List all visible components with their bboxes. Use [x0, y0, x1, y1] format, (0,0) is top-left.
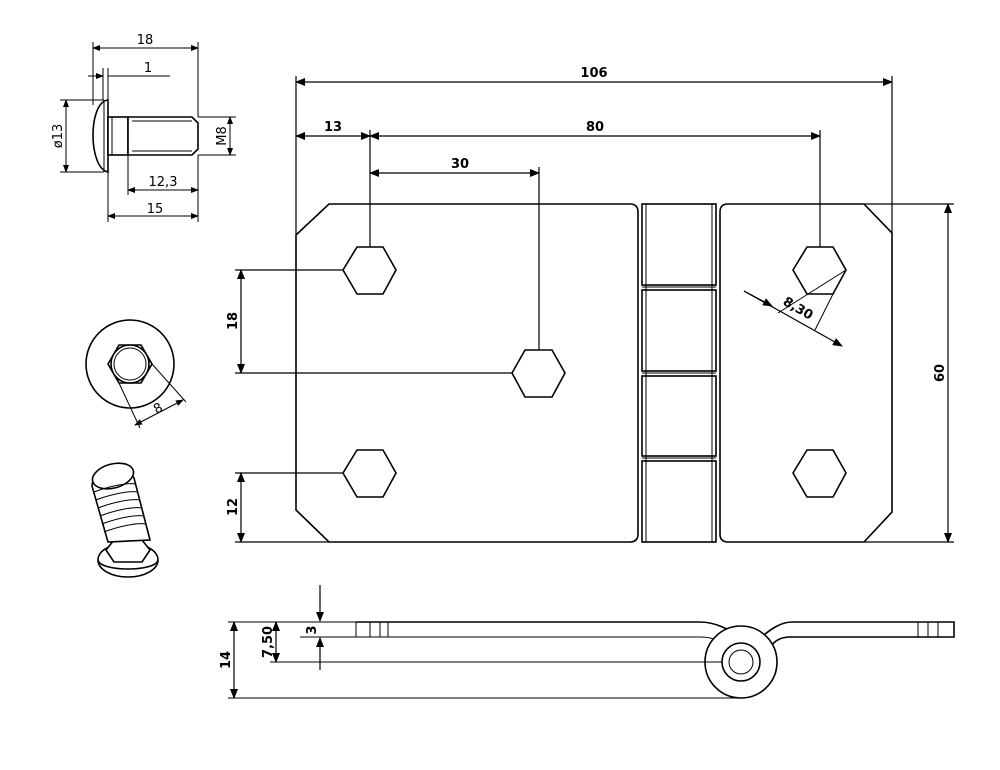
- dim-edge-to-hole-13: 13: [324, 120, 342, 135]
- bolt-isometric: [91, 462, 159, 578]
- bolt-iso-hex: [105, 539, 151, 563]
- side-knuckle-inner: [721, 642, 761, 682]
- bolt-thread: [127, 116, 199, 156]
- dim-hole-offset-30: 30: [451, 157, 469, 172]
- dim-thread-m8: M8: [215, 126, 230, 146]
- bolt-head: [92, 99, 109, 173]
- bolt-iso-threads: [93, 483, 147, 533]
- hinge-knuckle-4: [641, 460, 717, 543]
- hex-hole-bottom-left: [342, 449, 397, 498]
- bolt-neck: [107, 116, 129, 156]
- dim-hole-vertical-18: 18: [226, 312, 241, 330]
- dim-hole-pitch-80: 80: [586, 120, 604, 135]
- dim-knuckle-14: 14: [219, 651, 234, 669]
- dim-head-diameter: ø13: [51, 124, 66, 149]
- hex-hole-bottom-right: [792, 449, 847, 498]
- dim-plate-thickness-3: 3: [305, 625, 320, 634]
- dim-shank-12-3: 12,3: [149, 175, 178, 190]
- side-upper-plate: [356, 621, 955, 651]
- hex-hole-center: [511, 349, 566, 398]
- dim-overall-width-106: 106: [580, 66, 607, 81]
- dim-bolt-15: 15: [147, 202, 164, 217]
- hinge-knuckle-1: [641, 203, 717, 286]
- bolt-end-view: 8: [85, 319, 187, 429]
- dim-overall-height-60: 60: [933, 364, 948, 382]
- dim-bolt-length-18: 18: [137, 33, 154, 48]
- dim-head-thickness-1: 1: [144, 61, 152, 76]
- hinge-side-view: 3 7,50 14: [219, 585, 955, 699]
- bolt-side-view: 18 1 ø13 M8 12,3 15: [51, 33, 236, 222]
- dim-axis-offset-7-50: 7,50: [261, 626, 276, 658]
- bolt-thread-circle: [110, 344, 150, 384]
- hinge-right-leaf: [719, 203, 893, 543]
- hinge-knuckle-3: [641, 375, 717, 457]
- hinge-knuckle-2: [641, 289, 717, 372]
- dim-hole-bottom-12: 12: [226, 498, 241, 516]
- hinge-top-view: 106 13 80 30 18 12 8,30 60: [226, 66, 954, 543]
- hex-hole-top-left: [342, 246, 397, 295]
